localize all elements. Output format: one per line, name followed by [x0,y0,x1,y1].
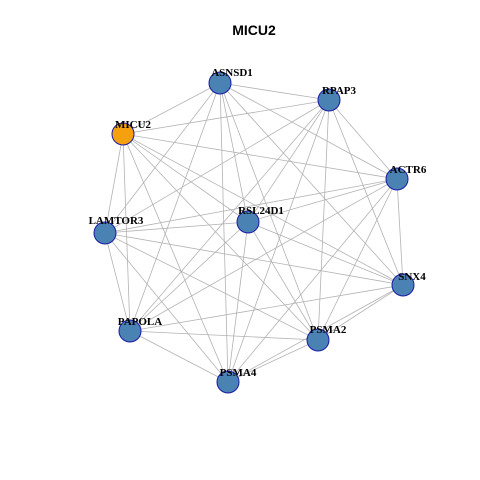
edge-asnsd1-papola [129,82,221,332]
node-label-papola: PAPOLA [118,316,162,328]
edge-psma2-psma4 [227,339,319,383]
edge-actr6-lamtor3 [104,178,398,234]
node-papola[interactable] [118,319,142,343]
node-rpap3[interactable] [317,88,341,112]
edge-asnsd1-lamtor3 [104,82,221,234]
label-layer: ASNSD1RPAP3MICU2ACTR6RSL24D1LAMTOR3SNX4P… [89,67,427,379]
edge-papola-psma4 [129,330,229,383]
edge-micu2-rsl24d1 [122,133,249,223]
node-actr6[interactable] [385,167,409,191]
edge-actr6-psma4 [227,178,398,383]
node-psma2[interactable] [306,328,330,352]
edge-snx4-psma2 [317,284,404,341]
edge-asnsd1-snx4 [219,82,404,286]
edge-rsl24d1-psma4 [227,221,249,383]
edge-micu2-psma4 [122,133,229,383]
diagram-title: MICU2 [232,22,276,38]
edge-asnsd1-rpap3 [219,82,330,101]
edge-rsl24d1-snx4 [247,221,404,286]
edge-micu2-papola [122,133,131,332]
edge-micu2-snx4 [122,133,404,286]
node-label-asnsd1: ASNSD1 [211,67,253,79]
node-micu2[interactable] [111,122,135,146]
node-label-lamtor3: LAMTOR3 [89,215,144,227]
node-label-micu2: MICU2 [115,119,152,131]
edge-rpap3-actr6 [328,99,398,180]
edge-asnsd1-psma2 [219,82,319,341]
edge-asnsd1-psma4 [219,82,229,383]
edge-rsl24d1-lamtor3 [104,221,249,234]
edge-asnsd1-micu2 [122,82,221,135]
edge-rpap3-papola [129,99,330,332]
node-label-snx4: SNX4 [398,271,426,283]
node-label-psma4: PSMA4 [220,367,257,379]
edge-papola-psma2 [129,330,319,341]
edge-rpap3-psma2 [317,99,330,341]
node-label-psma2: PSMA2 [310,324,347,336]
edge-lamtor3-papola [104,232,131,332]
edge-actr6-snx4 [396,178,404,286]
edge-snx4-papola [129,284,404,332]
node-label-actr6: ACTR6 [390,164,427,176]
edge-actr6-rsl24d1 [247,178,398,223]
node-rsl24d1[interactable] [236,210,260,234]
edge-rsl24d1-psma2 [247,221,319,341]
node-label-rpap3: RPAP3 [322,85,357,97]
edge-layer [104,82,404,383]
edge-rsl24d1-papola [129,221,249,332]
edge-actr6-psma2 [317,178,398,341]
edge-micu2-actr6 [122,133,398,180]
edge-micu2-psma2 [122,133,319,341]
edge-actr6-papola [129,178,398,332]
edge-rpap3-psma4 [227,99,330,383]
edge-micu2-lamtor3 [104,133,124,234]
edge-lamtor3-psma4 [104,232,229,383]
node-layer [93,71,415,394]
node-lamtor3[interactable] [93,221,117,245]
edge-lamtor3-psma2 [104,232,319,341]
edge-rpap3-lamtor3 [104,99,330,234]
node-asnsd1[interactable] [208,71,232,95]
node-label-rsl24d1: RSL24D1 [238,205,284,217]
edge-rpap3-micu2 [122,99,330,135]
edge-lamtor3-snx4 [104,232,404,286]
node-snx4[interactable] [391,273,415,297]
node-psma4[interactable] [216,370,240,394]
edge-rpap3-snx4 [328,99,404,286]
